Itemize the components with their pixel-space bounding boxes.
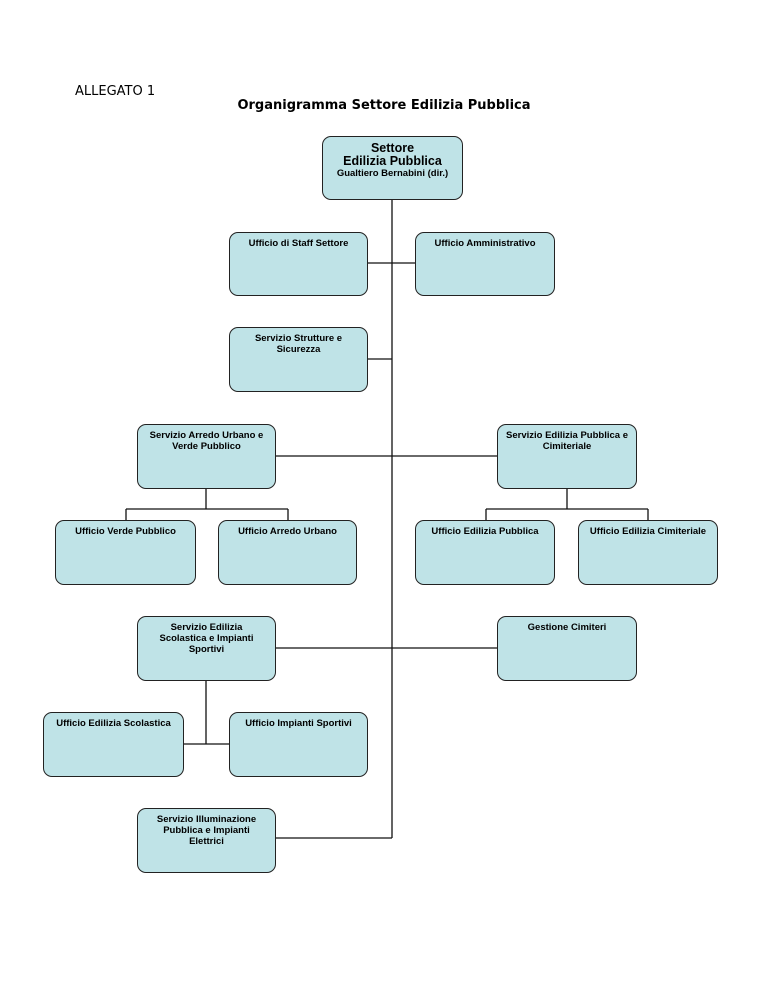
servizio-edilizia-pubblica-box: Servizio Edilizia Pubblica e Cimiteriale <box>497 424 637 489</box>
page-title: Organigramma Settore Edilizia Pubblica <box>237 98 531 113</box>
servizio-scolastica-box: Servizio Edilizia Scolastica e Impianti … <box>137 616 276 681</box>
servizio-strutture-box: Servizio Strutture e Sicurezza <box>229 327 368 392</box>
ufficio-scolastica-box: Ufficio Edilizia Scolastica <box>43 712 184 777</box>
root-director: Gualtiero Bernabini (dir.) <box>336 168 449 179</box>
servizio-arredo-box: Servizio Arredo Urbano e Verde Pubblico <box>137 424 276 489</box>
ufficio-edilizia-pubblica-box: Ufficio Edilizia Pubblica <box>415 520 555 585</box>
root-title-line2: Edilizia Pubblica <box>343 154 442 168</box>
ufficio-verde-box: Ufficio Verde Pubblico <box>55 520 196 585</box>
ufficio-edilizia-cimiteriale-box: Ufficio Edilizia Cimiteriale <box>578 520 718 585</box>
servizio-illuminazione-box: Servizio Illuminazione Pubblica e Impian… <box>137 808 276 873</box>
root-title-line1: Settore <box>370 141 415 155</box>
settore-root-box: Settore Edilizia Pubblica Gualtiero Bern… <box>322 136 463 200</box>
ufficio-staff-box: Ufficio di Staff Settore <box>229 232 368 296</box>
gestione-cimiteri-box: Gestione Cimiteri <box>497 616 637 681</box>
attachment-label: ALLEGATO 1 <box>75 84 156 99</box>
ufficio-arredo-box: Ufficio Arredo Urbano <box>218 520 357 585</box>
ufficio-amministrativo-box: Ufficio Amministrativo <box>415 232 555 296</box>
ufficio-impianti-box: Ufficio Impianti Sportivi <box>229 712 368 777</box>
